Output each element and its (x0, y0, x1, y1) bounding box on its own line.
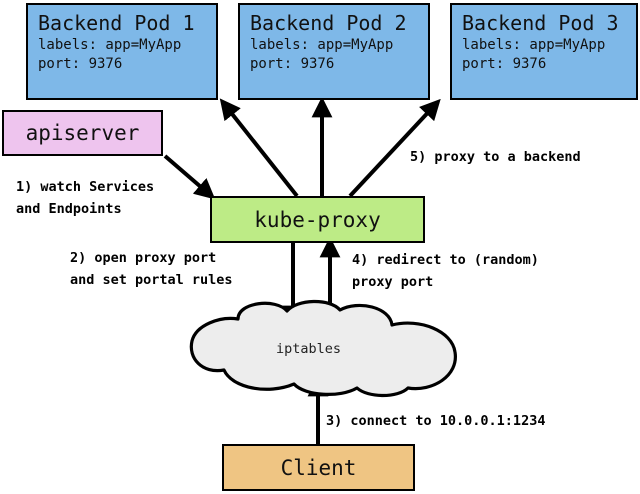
backend-pod-3-port: port: 9376 (462, 56, 547, 72)
kube-proxy-label: kube-proxy (254, 207, 381, 232)
step-2-label-line1: 2) open proxy port (70, 250, 217, 266)
backend-pod-2-title: Backend Pod 2 (250, 11, 407, 35)
backend-pod-3-title: Backend Pod 3 (462, 11, 619, 35)
step-3-label: 3) connect to 10.0.0.1:1234 (326, 413, 546, 429)
step-2-label-line2: and set portal rules (70, 272, 233, 288)
step-1-label-line1: 1) watch Services (16, 179, 155, 195)
apiserver-box[interactable]: apiserver (2, 110, 163, 156)
step-1-label-line2: and Endpoints (16, 201, 122, 217)
edge-kubeproxy-to-pod-1 (219, 98, 299, 198)
step-5-label: 5) proxy to a backend (410, 149, 581, 165)
kube-proxy-box[interactable]: kube-proxy (210, 196, 425, 243)
edge-apiserver-to-kubeproxy (163, 154, 216, 200)
step-4-label-line1: 4) redirect to (random) (352, 252, 539, 268)
iptables-label: iptables (276, 341, 342, 357)
backend-pod-3-box[interactable]: Backend Pod 3 labels: app=MyApp port: 93… (450, 3, 638, 100)
client-label: Client (280, 455, 357, 480)
backend-pod-1-labels: labels: app=MyApp (38, 37, 182, 53)
client-box[interactable]: Client (222, 444, 415, 491)
backend-pod-2-box[interactable]: Backend Pod 2 labels: app=MyApp port: 93… (238, 3, 430, 100)
backend-pod-2-labels: labels: app=MyApp (250, 37, 394, 53)
backend-pod-2-port: port: 9376 (250, 56, 335, 72)
apiserver-label: apiserver (25, 121, 140, 145)
backend-pod-1-title: Backend Pod 1 (38, 11, 195, 35)
backend-pod-1-port: port: 9376 (38, 56, 123, 72)
backend-pod-1-box[interactable]: Backend Pod 1 labels: app=MyApp port: 93… (26, 3, 218, 100)
step-4-label-line2: proxy port (352, 274, 434, 290)
backend-pod-3-labels: labels: app=MyApp (462, 37, 606, 53)
